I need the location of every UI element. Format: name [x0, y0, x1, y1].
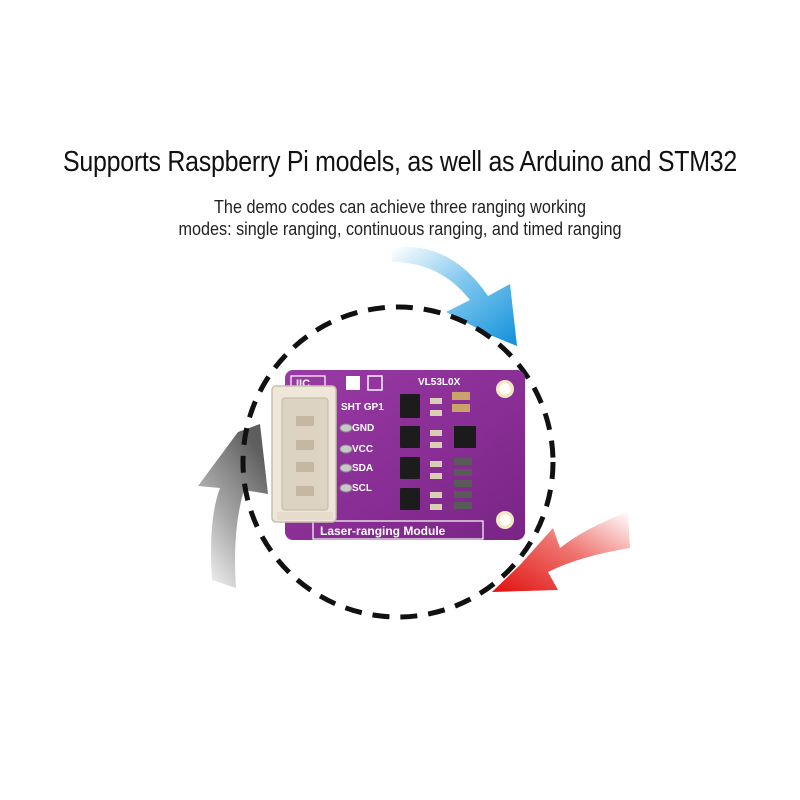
sensor-window	[346, 376, 360, 390]
subheadline-line-2: modes: single ranging, continuous rangin…	[178, 219, 622, 239]
sensor-board: IIC VL53L0X SHT GP1 GND VCC SDA SCL	[285, 370, 525, 540]
pin-header-label: SHT GP1	[341, 402, 384, 413]
blue-arrow-icon	[392, 247, 517, 346]
gray-arrow-icon	[198, 424, 268, 588]
component-group	[452, 392, 476, 509]
dashed-ring	[240, 304, 556, 620]
module-label: Laser-ranging Module	[320, 524, 446, 538]
chip-label: VL53L0X	[418, 377, 461, 388]
red-arrow-icon	[492, 512, 630, 592]
solder-joints	[339, 423, 353, 493]
pin-label-vcc: VCC	[352, 444, 373, 455]
pin-label-scl: SCL	[352, 483, 372, 494]
headline: Supports Raspberry Pi models, as well as…	[63, 146, 737, 178]
transistor-column	[400, 394, 420, 510]
pin-label-gnd: GND	[352, 423, 374, 434]
connector	[271, 385, 353, 523]
subheadline-line-1: The demo codes can achieve three ranging…	[214, 197, 586, 217]
pin-label-sda: SDA	[352, 463, 373, 474]
subheadline: The demo codes can achieve three ranging…	[40, 196, 760, 240]
connector-pins	[296, 416, 314, 496]
resistor-column	[430, 398, 442, 510]
